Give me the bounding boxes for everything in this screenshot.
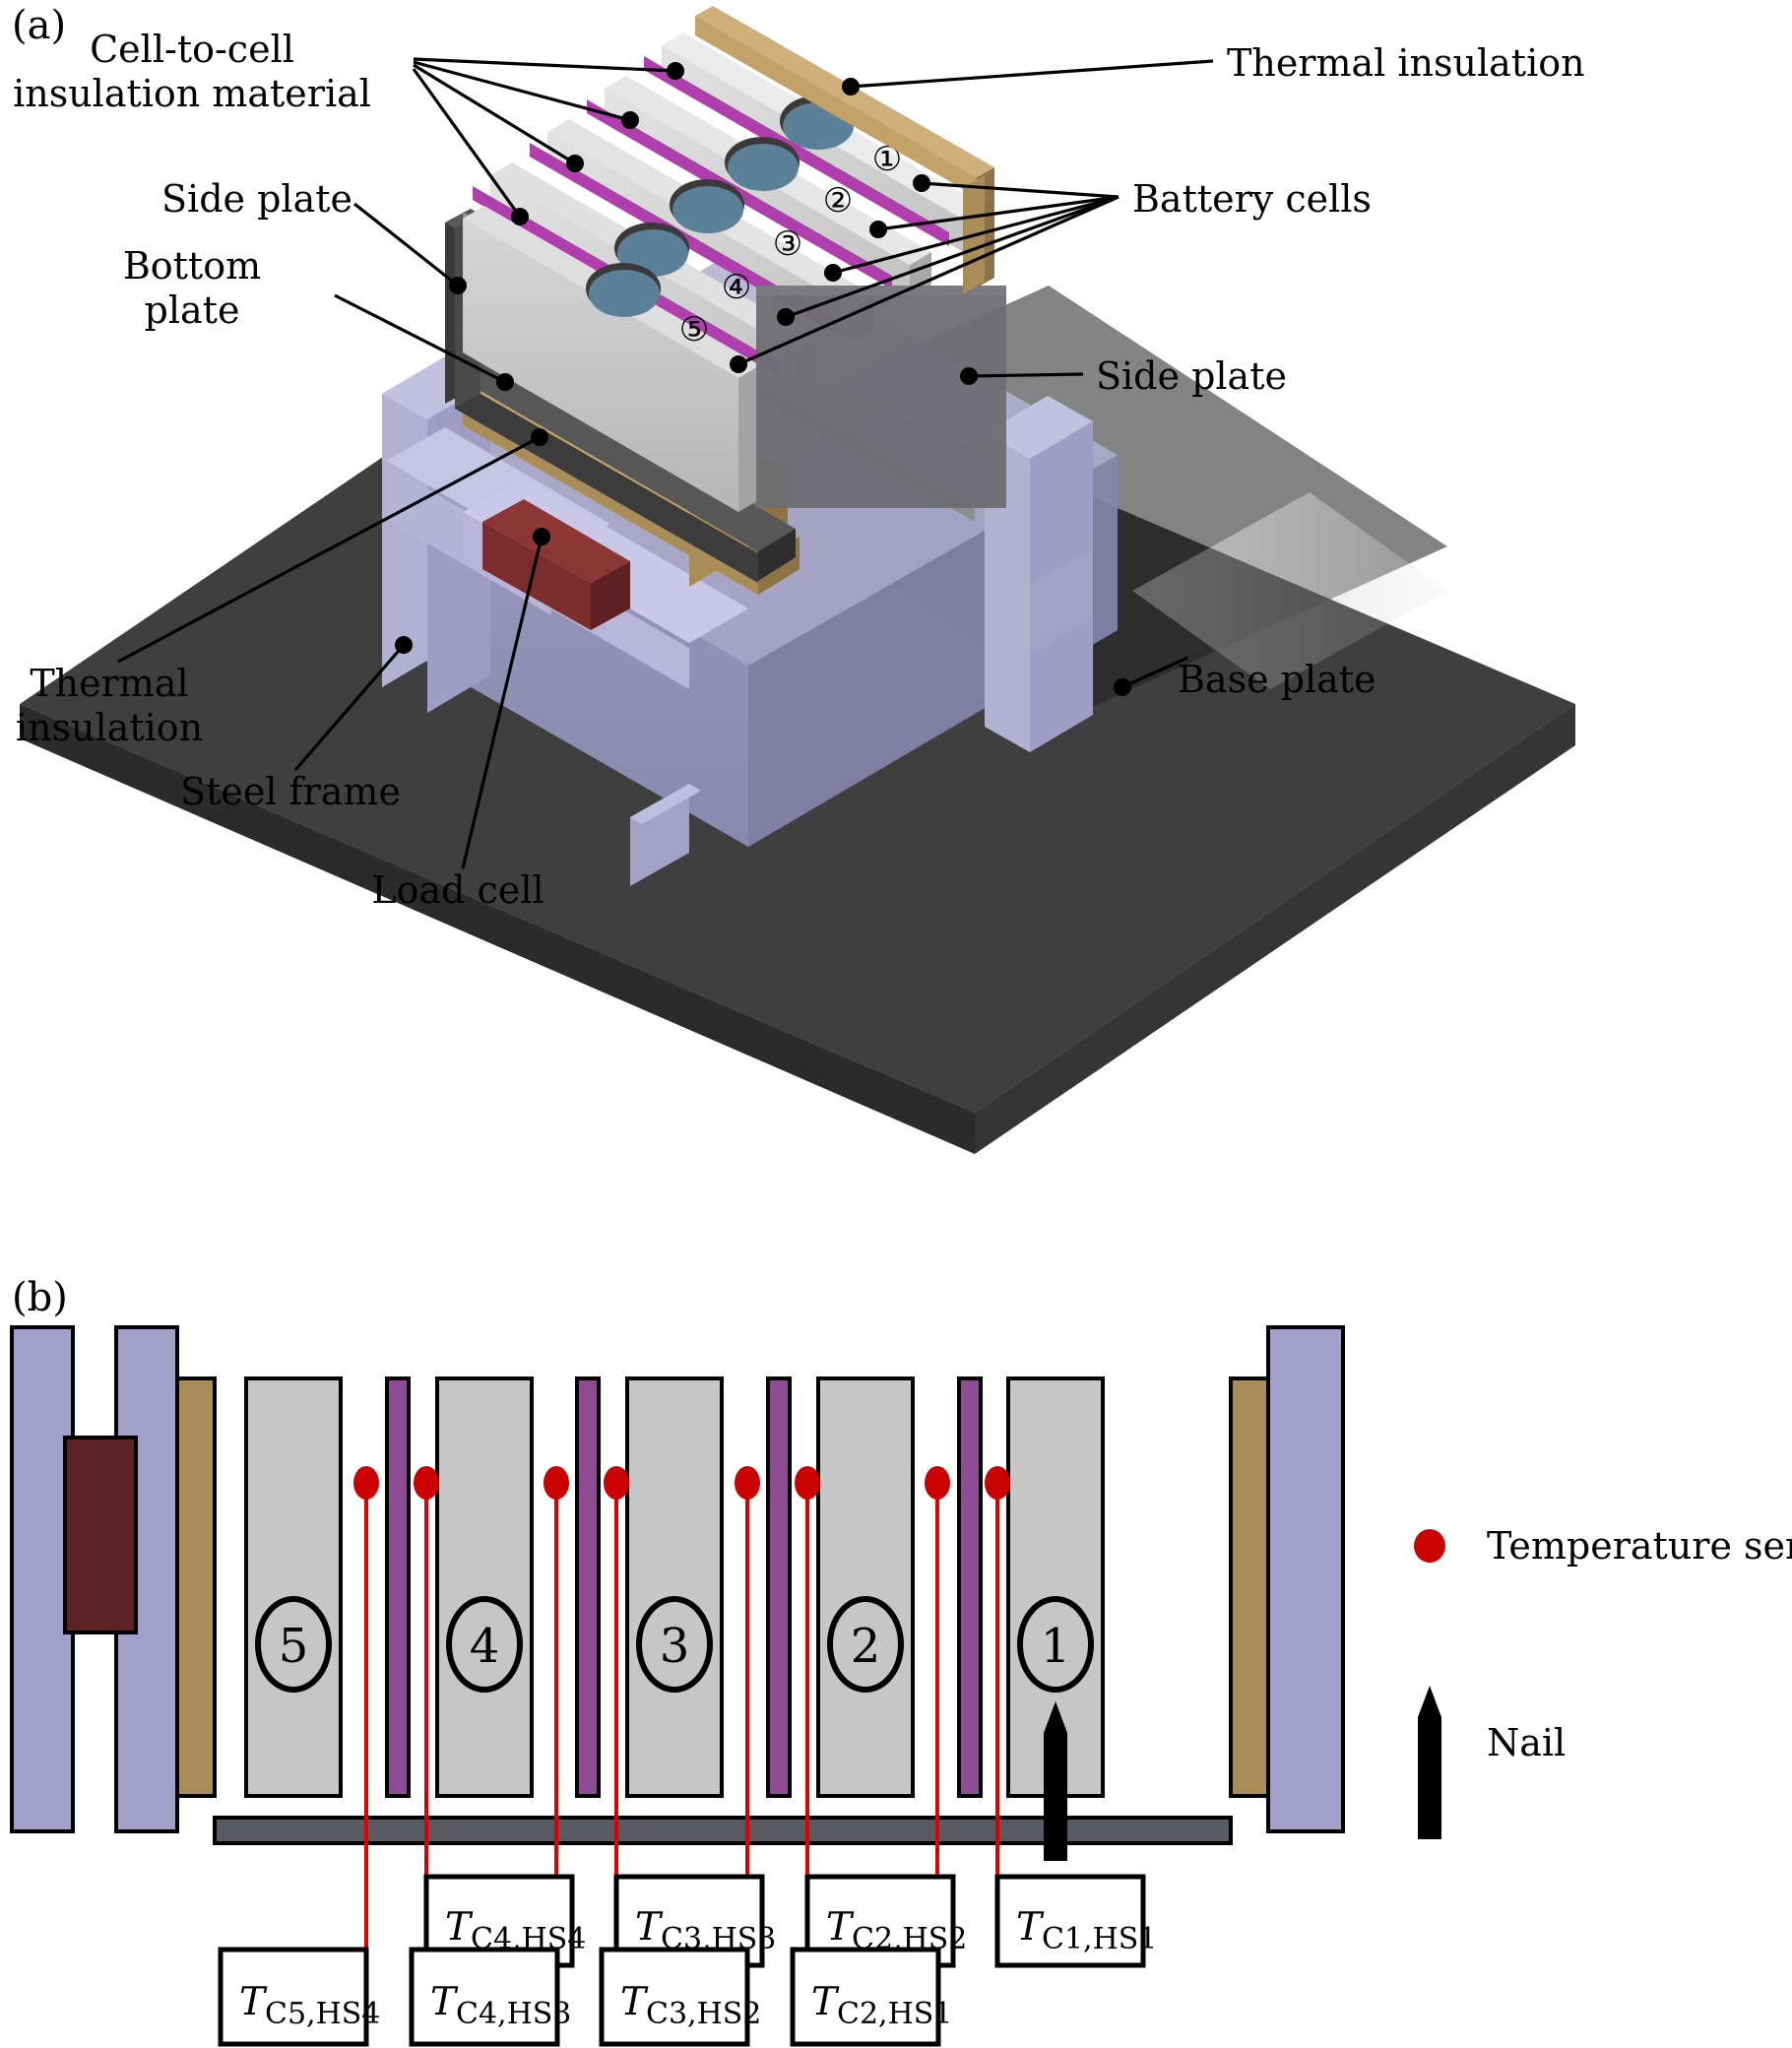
frame-upright-right [1266, 1325, 1345, 1833]
leader-lines-a [117, 57, 1214, 869]
cell-separator-1 [385, 1376, 411, 1798]
sensor-sub: C5,HS4 [265, 1997, 380, 2031]
sensor-label-lower-4: TC2,HS1 [790, 1947, 952, 2047]
panel-b-schematic: 5 4 3 2 1 [10, 1325, 1445, 2047]
sensor-label-lower-3: TC3,HS2 [599, 1947, 761, 2047]
cell-number-4: 4 [470, 1619, 500, 1674]
svg-text:③: ③ [773, 224, 802, 264]
cell-number-2: 2 [851, 1619, 881, 1674]
cell-column-3: 3 [625, 1376, 724, 1798]
panel-b-tag: (b) [12, 1275, 68, 1320]
cell-separator-2 [575, 1376, 601, 1798]
sensor-dot [414, 1466, 439, 1500]
label-thermal-insulation-top: Thermal insulation [1227, 41, 1585, 85]
cell-number-1: 1 [1041, 1619, 1071, 1674]
sensor-sub: C2,HS1 [837, 1997, 952, 2031]
cell-number-3: 3 [660, 1619, 690, 1674]
panel-a-tag: (a) [12, 3, 67, 48]
svg-text:④: ④ [722, 268, 751, 307]
svg-text:TC1,HS1: TC1,HS1 [1016, 1905, 1157, 1956]
side-plate-right-3d [756, 286, 1006, 508]
bottom-plate-3d [455, 354, 796, 583]
sensor-label-upper-4: TC1,HS1 [994, 1874, 1157, 1968]
label-battery-cells: Battery cells [1132, 177, 1372, 221]
panel-a-render: ① ② ③ ④ [20, 6, 1575, 1154]
legend-temperature-sensor-label: Temperature sensor [1487, 1524, 1792, 1568]
cell-separator-3 [766, 1376, 792, 1798]
load-cell-3d [482, 499, 630, 630]
cell-column-4: 4 [435, 1376, 534, 1798]
cell-insulation-1 [644, 56, 949, 246]
legend-nail-icon [1418, 1686, 1441, 1839]
svg-text:TC3,HS2: TC3,HS2 [620, 1980, 761, 2031]
svg-text:TC2,HS1: TC2,HS1 [811, 1980, 952, 2031]
cell-separator-4 [957, 1376, 983, 1798]
legend [1414, 1529, 1445, 1839]
cell-number-5: 5 [279, 1619, 309, 1674]
label-bottom-plate: Bottom plate [122, 244, 262, 332]
label-side-plate-right: Side plate [1096, 354, 1287, 398]
label-load-cell: Load cell [371, 868, 544, 912]
sensor-dot [544, 1466, 569, 1500]
svg-text:TC5,HS4: TC5,HS4 [239, 1980, 380, 2031]
svg-text:⑤: ⑤ [679, 310, 709, 350]
load-cell-block [63, 1436, 138, 1634]
sensor-sub: C3,HS2 [646, 1997, 761, 2031]
sensor-dot [353, 1466, 379, 1500]
sensor-label-lower-1: TC5,HS4 [218, 1947, 380, 2047]
label-thermal-insulation-left: Thermal insulation [15, 662, 204, 749]
sensor-dot [604, 1466, 629, 1500]
sensor-dot [985, 1466, 1010, 1500]
cell-column-2: 2 [816, 1376, 915, 1798]
frame-upright-outer [10, 1325, 75, 1833]
label-steel-frame: Steel frame [180, 770, 401, 813]
thermal-insulation-left-block [175, 1376, 217, 1798]
battery-cell-5: ⑤ [463, 206, 760, 512]
legend-temperature-sensor-icon [1414, 1529, 1445, 1563]
svg-text:TC4,HS3: TC4,HS3 [430, 1980, 571, 2031]
sensor-dot [925, 1466, 950, 1500]
sensor-sub: C1,HS1 [1042, 1922, 1157, 1956]
label-base-plate: Base plate [1178, 658, 1376, 701]
legend-nail-label: Nail [1487, 1721, 1567, 1764]
sensor-dot [735, 1466, 760, 1500]
svg-text:②: ② [823, 181, 853, 221]
cell-column-5: 5 [244, 1376, 343, 1798]
sensor-group [353, 1466, 1010, 1950]
label-side-plate-left: Side plate [161, 177, 352, 221]
thermal-insulation-right-block [1229, 1376, 1270, 1798]
sensor-label-lower-2: TC4,HS3 [409, 1947, 571, 2047]
nail-arrow [1044, 1701, 1067, 1861]
label-cell-to-cell-insulation: Cell-to-cell insulation material [13, 28, 371, 115]
sensor-dot [795, 1466, 820, 1500]
sensor-sub: C4,HS3 [456, 1997, 571, 2031]
